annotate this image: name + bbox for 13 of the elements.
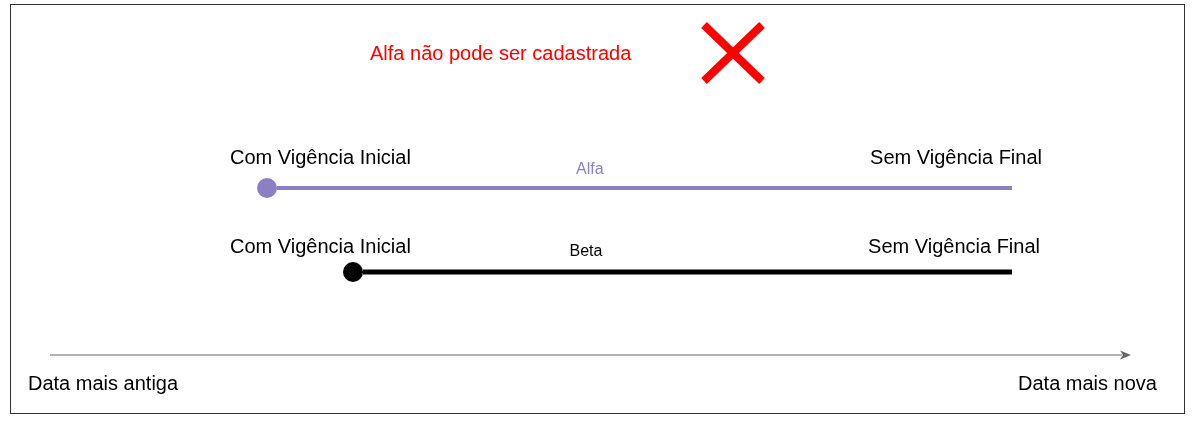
- edge-label: Beta: [569, 241, 603, 261]
- warning-message: Alfa não pode ser cadastrada: [370, 41, 632, 65]
- timeline-line: [363, 269, 1012, 275]
- start-label: Com Vigência Inicial: [230, 234, 411, 258]
- timeline-line: [277, 186, 1012, 190]
- start-dot: [343, 262, 363, 282]
- end-label: Sem Vigência Final: [868, 234, 1040, 258]
- axis-label: Data mais antiga: [28, 371, 179, 395]
- start-dot: [257, 178, 277, 198]
- start-label: Com Vigência Inicial: [230, 145, 411, 169]
- axis-label: Data mais nova: [1018, 371, 1157, 395]
- edge-label: Alfa: [576, 159, 604, 179]
- end-label: Sem Vigência Final: [870, 145, 1042, 169]
